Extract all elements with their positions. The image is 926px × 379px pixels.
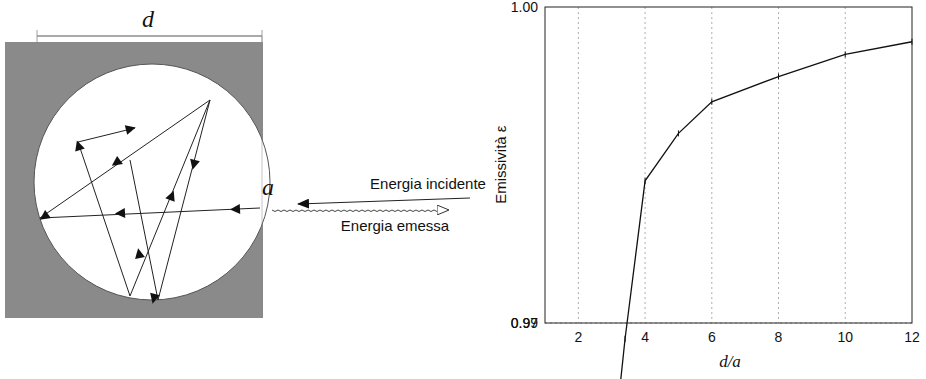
tick-label: 2 xyxy=(574,329,582,345)
tick-label: 0.97 xyxy=(511,315,538,331)
axis-title: d/a xyxy=(719,352,741,372)
tick-label: 1.00 xyxy=(511,0,538,15)
tick-label: 10 xyxy=(837,329,853,345)
tick-label: 6 xyxy=(708,329,716,345)
arrow-label: Energia emessa xyxy=(341,217,449,234)
axis-title: Emissività ε xyxy=(491,126,508,204)
arrow-label: Energia incidente xyxy=(370,175,486,192)
tick-label: 4 xyxy=(641,329,649,345)
tick-label: 8 xyxy=(775,329,783,345)
dimension-label: d xyxy=(142,6,154,34)
tick-label: 12 xyxy=(904,329,920,345)
aperture-label: a xyxy=(262,174,274,202)
